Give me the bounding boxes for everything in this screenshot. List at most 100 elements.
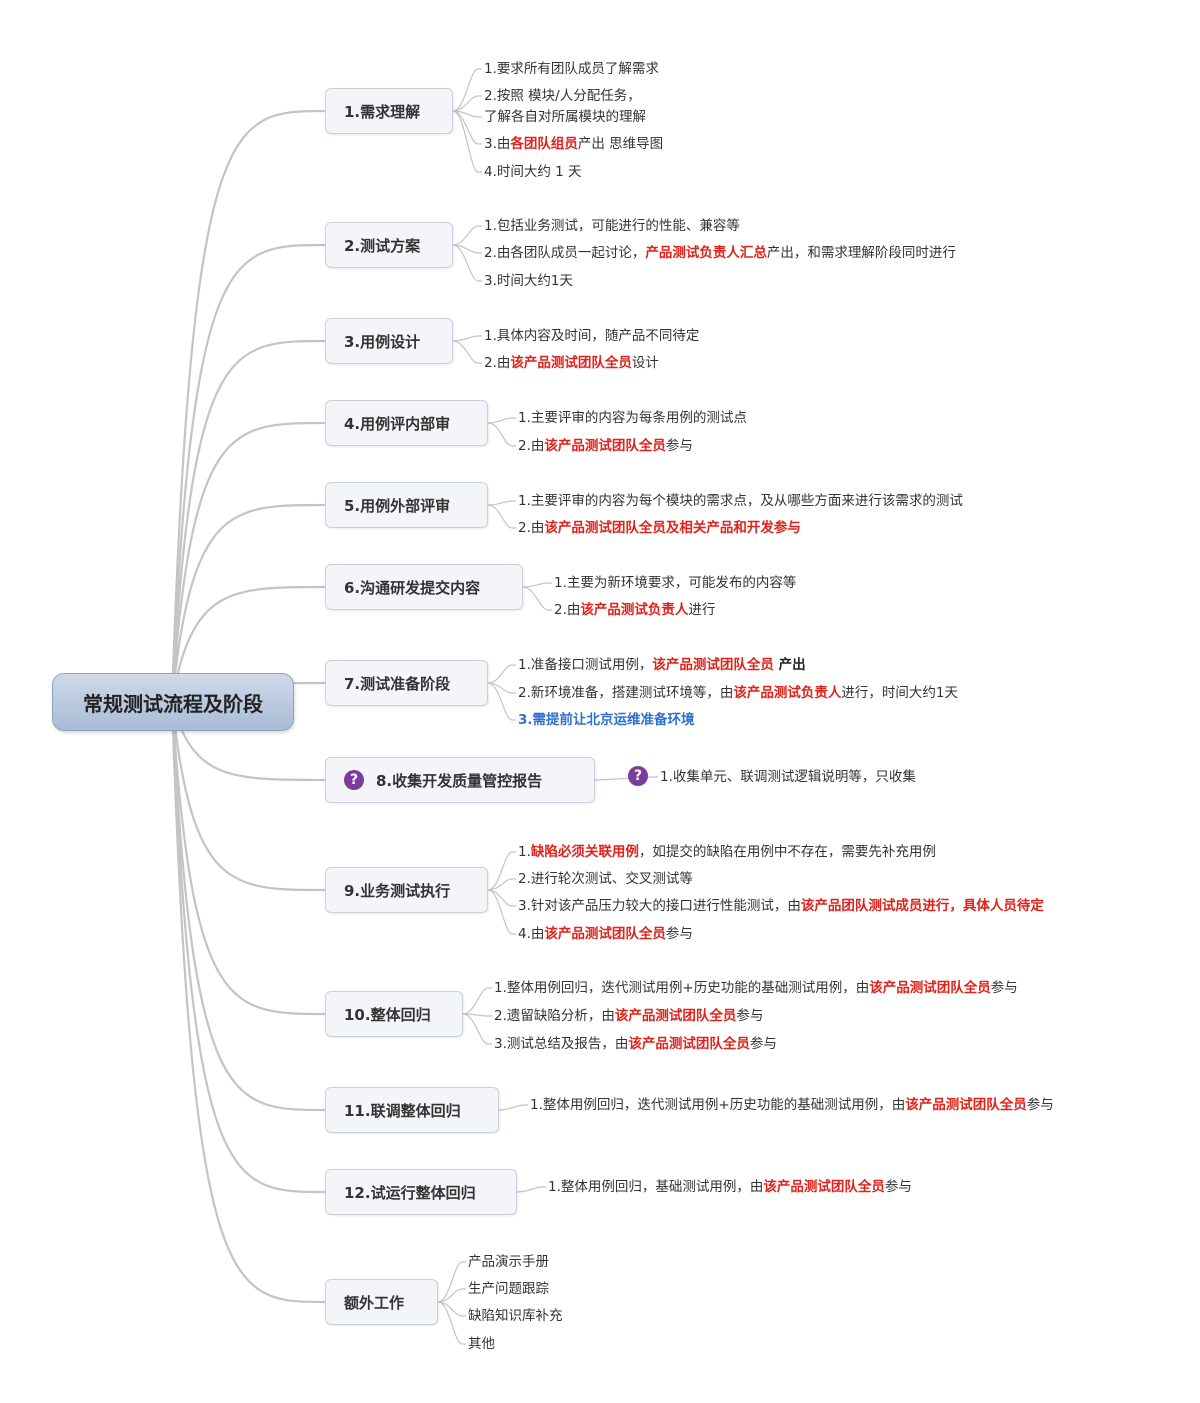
subtopic-item[interactable]: 2.新环境准备，搭建测试环境等，由该产品测试负责人进行，时间大约1天: [518, 684, 958, 702]
subtopic-item[interactable]: 3.针对该产品压力较大的接口进行性能测试，由该产品团队测试成员进行，具体人员待定: [518, 897, 1044, 915]
subtopic-text: 其他: [468, 1336, 495, 1352]
topic-label: 10.整体回归: [344, 1005, 431, 1024]
child-connector: [487, 889, 516, 907]
subtopic-text: 2.由: [554, 602, 581, 618]
root-connector: [170, 109, 326, 702]
subtopic-item[interactable]: 2.由各团队成员一起讨论，产品测试负责人汇总产出，和需求理解阶段同时进行: [484, 244, 956, 262]
subtopic-text: 2.由: [518, 520, 545, 536]
subtopic-item[interactable]: 1.具体内容及时间，随产品不同待定: [484, 327, 699, 345]
topic-node[interactable]: 11.联调整体回归: [325, 1087, 499, 1133]
subtopic-item[interactable]: 生产问题跟踪: [468, 1280, 549, 1298]
topic-node[interactable]: 9.业务测试执行: [325, 867, 488, 913]
root-connector: [170, 700, 326, 892]
subtopic-item[interactable]: 1.缺陷必须关联用例，如提交的缺陷在用例中不存在，需要先补充用例: [518, 843, 936, 861]
root-connector: [170, 243, 326, 702]
root-connector: [170, 585, 326, 702]
subtopic-item[interactable]: 2.由该产品测试团队全员及相关产品和开发参与: [518, 519, 801, 537]
child-connector: [498, 1104, 528, 1111]
topic-label: 4.用例评内部审: [344, 414, 451, 433]
subtopic-item[interactable]: 1.整体用例回归，迭代测试用例+历史功能的基础测试用例，由该产品测试团队全员参与: [530, 1096, 1054, 1114]
topic-label: 7.测试准备阶段: [344, 674, 451, 693]
subtopic-text: 4.时间大约 1 天: [484, 164, 582, 180]
subtopic-text: 2.由各团队成员一起讨论，: [484, 245, 646, 261]
topic-node[interactable]: 6.沟通研发提交内容: [325, 564, 523, 610]
subtopic-item[interactable]: 1.主要评审的内容为每个模块的需求点，及从哪些方面来进行该需求的测试: [518, 492, 963, 510]
subtopic-text: 设计: [631, 355, 659, 371]
topic-node[interactable]: 4.用例评内部审: [325, 400, 488, 446]
subtopic-item[interactable]: 1.收集单元、联调测试逻辑说明等，只收集: [660, 768, 916, 786]
highlight-text: 该产品测试团队全员: [614, 1008, 737, 1024]
subtopic-text: 3.时间大约1天: [484, 273, 573, 289]
subtopic-text: 1.收集单元、联调测试逻辑说明等，只收集: [660, 769, 916, 785]
subtopic-text: 参与: [1026, 1097, 1054, 1113]
subtopic-text: 1.整体用例回归，迭代测试用例+历史功能的基础测试用例，由: [530, 1097, 906, 1113]
child-connector: [437, 1301, 466, 1317]
subtopic-item[interactable]: 其他: [468, 1335, 495, 1353]
subtopic-item[interactable]: 1.主要评审的内容为每条用例的测试点: [518, 409, 747, 427]
subtopic-item[interactable]: 1.整体用例回归，基础测试用例，由该产品测试团队全员参与: [548, 1178, 912, 1196]
topic-node[interactable]: 5.用例外部评审: [325, 482, 488, 528]
highlight-text: 该产品团队测试成员进行，具体人员待定: [800, 898, 1044, 914]
child-connector: [437, 1288, 466, 1303]
child-connector: [487, 500, 516, 506]
highlight-text: 各团队组员: [510, 136, 578, 152]
subtopic-item[interactable]: 2.遗留缺陷分析，由该产品测试团队全员参与: [494, 1007, 763, 1025]
subtopic-item[interactable]: 2.按照 模块/人分配任务，: [484, 87, 641, 105]
child-connector: [452, 340, 482, 364]
subtopic-text: 参与: [665, 438, 693, 454]
subtopic-item[interactable]: 了解各自对所属模块的理解: [484, 108, 646, 126]
subtopic-item[interactable]: 3.需提前让北京运维准备环境: [518, 711, 695, 729]
subtopic-item[interactable]: 1.整体用例回归，迭代测试用例+历史功能的基础测试用例，由该产品测试团队全员参与: [494, 979, 1018, 997]
subtopic-item[interactable]: 3.由各团队组员产出 思维导图: [484, 135, 663, 153]
subtopic-item[interactable]: 1.主要为新环境要求，可能发布的内容等: [554, 574, 796, 592]
child-connector: [487, 422, 516, 447]
topic-node[interactable]: 12.试运行整体回归: [325, 1169, 517, 1215]
subtopic-text: 参与: [736, 1008, 764, 1024]
subtopic-text: 1.包括业务测试，可能进行的性能、兼容等: [484, 218, 740, 234]
subtopic-item[interactable]: 3.测试总结及报告，由该产品测试团队全员参与: [494, 1035, 777, 1053]
highlight-text: 该产品测试团队全员: [652, 657, 774, 673]
topic-label: 6.沟通研发提交内容: [344, 578, 481, 597]
note-text: 3.需提前让北京运维准备环境: [518, 712, 695, 728]
subtopic-item[interactable]: 3.时间大约1天: [484, 272, 573, 290]
subtopic-item[interactable]: 缺陷知识库补充: [468, 1307, 563, 1325]
subtopic-text: 进行，时间大约1天: [841, 685, 958, 701]
topic-node[interactable]: 1.需求理解: [325, 88, 453, 134]
topic-label: 3.用例设计: [344, 332, 421, 351]
topic-node[interactable]: ?8.收集开发质量管控报告: [325, 757, 595, 803]
subtopic-item[interactable]: 2.由该产品测试负责人进行: [554, 601, 715, 619]
child-connector: [522, 586, 552, 611]
subtopic-item[interactable]: 4.时间大约 1 天: [484, 163, 582, 181]
root-connector: [170, 700, 326, 1194]
highlight-text: 该产品测试团队全员: [628, 1036, 750, 1052]
root-connector: [170, 503, 326, 702]
child-connector: [487, 851, 516, 891]
subtopic-text: 产品演示手册: [468, 1254, 549, 1270]
topic-node[interactable]: 10.整体回归: [325, 991, 463, 1037]
topic-node[interactable]: 3.用例设计: [325, 318, 453, 364]
topic-node[interactable]: 2.测试方案: [325, 222, 453, 268]
subtopic-item[interactable]: 1.准备接口测试用例，该产品测试团队全员 产出: [518, 656, 806, 674]
topic-node[interactable]: 额外工作: [325, 1279, 438, 1325]
subtopic-text: 进行: [688, 602, 716, 618]
highlight-text: 该产品测试团队全员: [510, 355, 632, 371]
topic-label: 5.用例外部评审: [344, 496, 451, 515]
subtopic-text: 3.测试总结及报告，由: [494, 1036, 629, 1052]
subtopic-item[interactable]: 2.由该产品测试团队全员设计: [484, 354, 659, 372]
subtopic-item[interactable]: 1.包括业务测试，可能进行的性能、兼容等: [484, 217, 740, 235]
root-topic[interactable]: 常规测试流程及阶段: [52, 673, 294, 731]
subtopic-text: 生产问题跟踪: [468, 1281, 549, 1297]
subtopic-item[interactable]: 1.要求所有团队成员了解需求: [484, 60, 659, 78]
subtopic-item[interactable]: 2.进行轮次测试、交叉测试等: [518, 870, 693, 888]
subtopic-item[interactable]: 2.由该产品测试团队全员参与: [518, 437, 693, 455]
topic-node[interactable]: 7.测试准备阶段: [325, 660, 488, 706]
subtopic-text: 1.具体内容及时间，随产品不同待定: [484, 328, 700, 344]
subtopic-text: 1.整体用例回归，基础测试用例，由: [548, 1179, 764, 1195]
topic-label: 1.需求理解: [344, 102, 421, 121]
subtopic-text: 2.遗留缺陷分析，由: [494, 1008, 615, 1024]
child-connector: [437, 1261, 466, 1303]
subtopic-item[interactable]: 产品演示手册: [468, 1253, 549, 1271]
subtopic-item[interactable]: 4.由该产品测试团队全员参与: [518, 925, 693, 943]
child-connector: [462, 1013, 492, 1017]
topic-label: 11.联调整体回归: [344, 1101, 461, 1120]
